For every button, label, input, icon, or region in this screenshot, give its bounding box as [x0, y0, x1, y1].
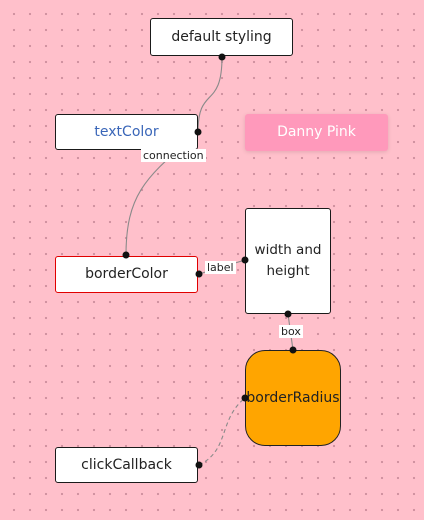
node-text-color[interactable]: textColor [55, 114, 198, 150]
source-handle[interactable] [284, 310, 292, 318]
target-handle[interactable] [241, 394, 249, 402]
node-danny-pink[interactable]: Danny Pink [245, 114, 388, 151]
target-handle[interactable] [241, 256, 249, 264]
node-label: clickCallback [81, 456, 172, 473]
node-label: textColor [94, 123, 159, 140]
source-handle[interactable] [194, 128, 202, 136]
edge-clickcallback-to-borderradius[interactable] [198, 397, 246, 466]
target-handle[interactable] [289, 346, 297, 354]
node-label: borderRadius [246, 389, 340, 406]
node-default-styling[interactable]: default styling [150, 18, 293, 56]
node-width-and-height[interactable]: width and height [245, 208, 331, 314]
node-label: Danny Pink [277, 124, 356, 140]
edge-label-connection: connection [141, 149, 206, 162]
source-handle[interactable] [195, 461, 203, 469]
edge-label-label: label [205, 261, 236, 274]
node-click-callback[interactable]: clickCallback [55, 447, 198, 483]
source-handle[interactable] [195, 270, 203, 278]
node-label: borderColor [85, 266, 168, 282]
edge-label-box: box [279, 325, 303, 338]
edge-default-to-textcolor[interactable] [197, 56, 223, 133]
node-border-color[interactable]: borderColor [55, 256, 198, 293]
node-label: width and height [254, 242, 322, 279]
node-border-radius[interactable]: borderRadius [245, 350, 341, 446]
target-handle[interactable] [122, 251, 130, 259]
source-handle[interactable] [218, 53, 226, 61]
node-label: default styling [171, 28, 272, 45]
